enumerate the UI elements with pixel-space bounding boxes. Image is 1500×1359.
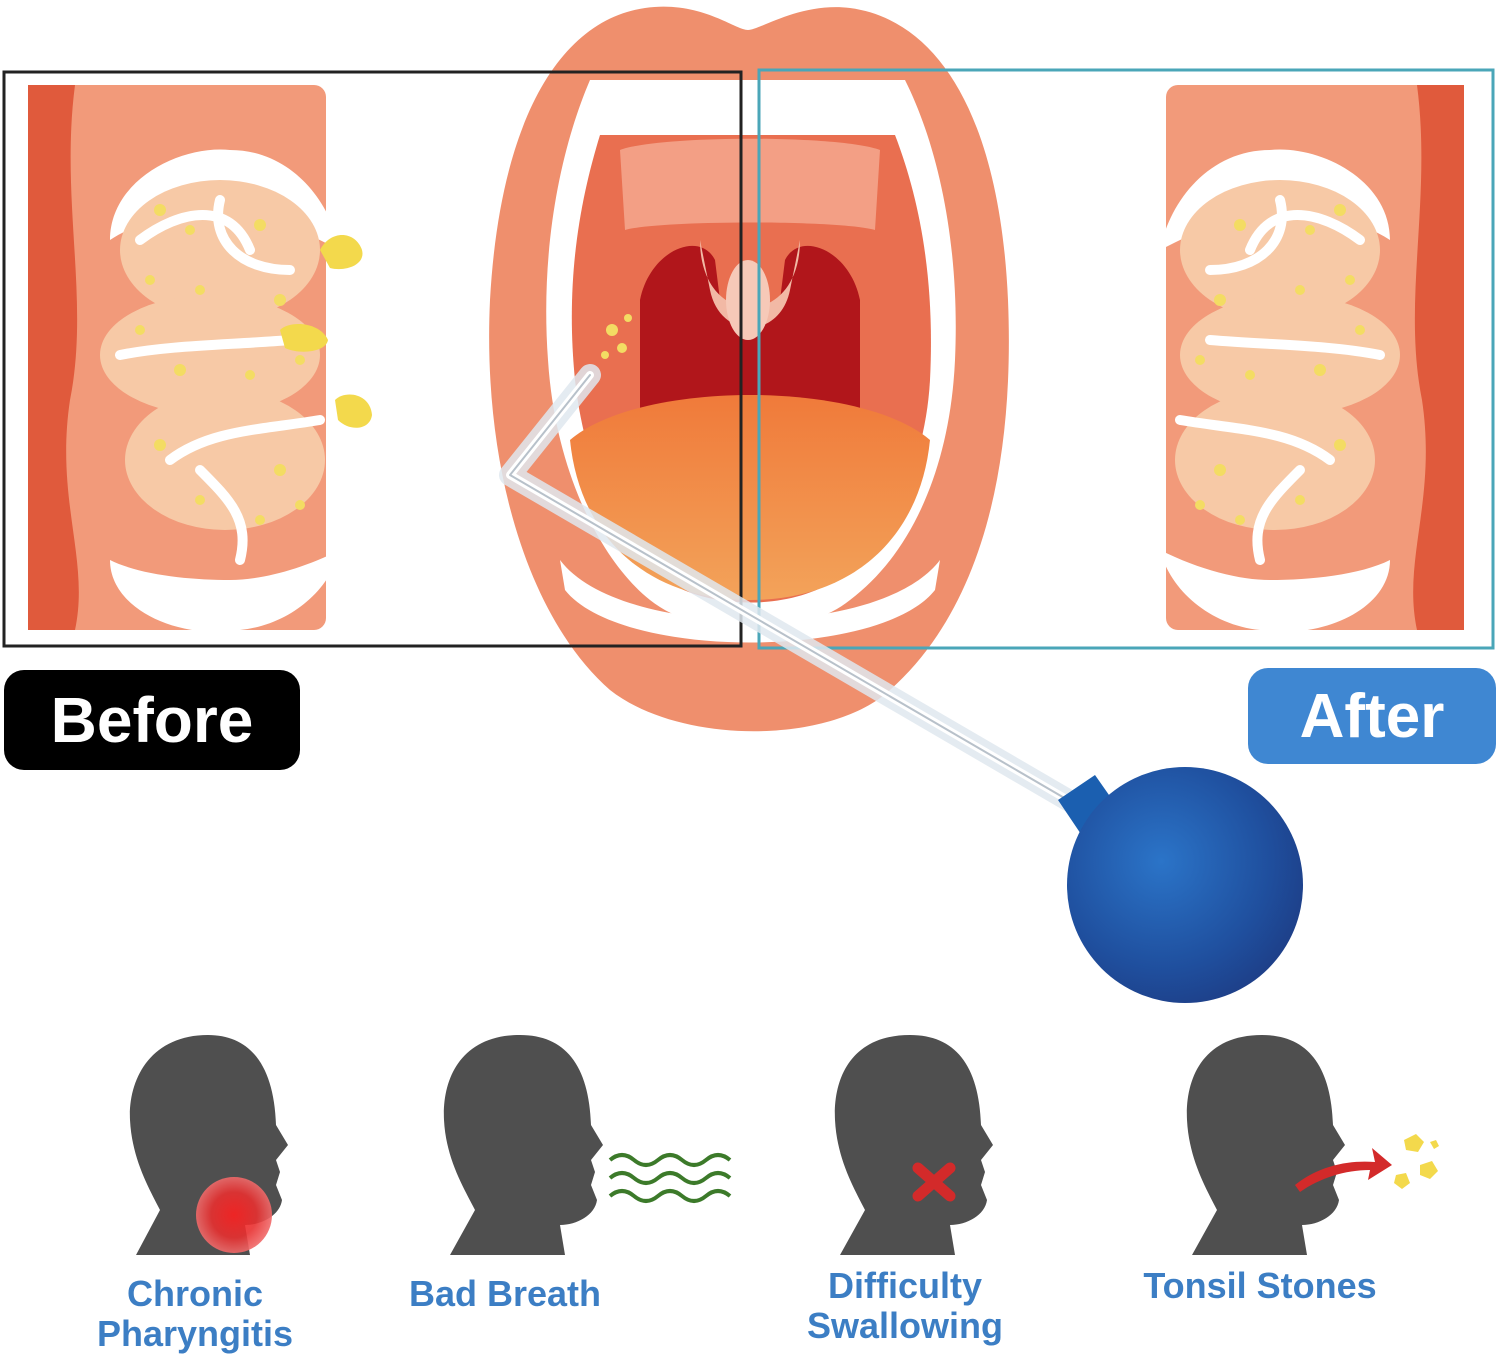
caption-bad-breath: Bad Breath bbox=[380, 1274, 630, 1314]
caption-line: Pharyngitis bbox=[96, 1313, 294, 1354]
head-tonsil-stones-icon bbox=[1186, 1035, 1439, 1255]
tonsil-stones-on-tonsil bbox=[601, 314, 632, 359]
stone-fragments-icon bbox=[1394, 1134, 1439, 1189]
after-panel bbox=[1160, 85, 1464, 632]
caption-line: Swallowing bbox=[806, 1305, 1003, 1346]
swallow-block-x-icon bbox=[912, 1162, 956, 1202]
odor-waves-icon bbox=[608, 1153, 732, 1203]
after-frame bbox=[757, 68, 1495, 650]
caption-line: Chronic bbox=[126, 1273, 263, 1314]
after-badge: After bbox=[1248, 668, 1496, 764]
expel-arrow-icon bbox=[1295, 1148, 1392, 1192]
before-badge: Before bbox=[4, 670, 300, 770]
before-frame bbox=[2, 70, 743, 648]
tonsil-stone-deposits bbox=[280, 235, 372, 428]
suction-bulb-icon bbox=[1058, 767, 1303, 1003]
caption-difficulty-swallowing: Difficulty Swallowing bbox=[780, 1266, 1030, 1346]
caption-line: Tonsil Stones bbox=[1143, 1265, 1377, 1306]
caption-line: Difficulty bbox=[827, 1265, 982, 1306]
head-difficulty-swallowing-icon bbox=[834, 1035, 993, 1255]
caption-line: Bad Breath bbox=[408, 1273, 602, 1314]
head-chronic-pharyngitis-icon bbox=[129, 1035, 288, 1255]
throat-pain-icon bbox=[196, 1177, 272, 1253]
caption-tonsil-stones: Tonsil Stones bbox=[1110, 1266, 1410, 1306]
glass-tube bbox=[499, 364, 1096, 821]
caption-chronic-pharyngitis: Chronic Pharyngitis bbox=[60, 1274, 330, 1354]
head-bad-breath-icon bbox=[443, 1035, 732, 1255]
before-panel bbox=[28, 85, 372, 632]
